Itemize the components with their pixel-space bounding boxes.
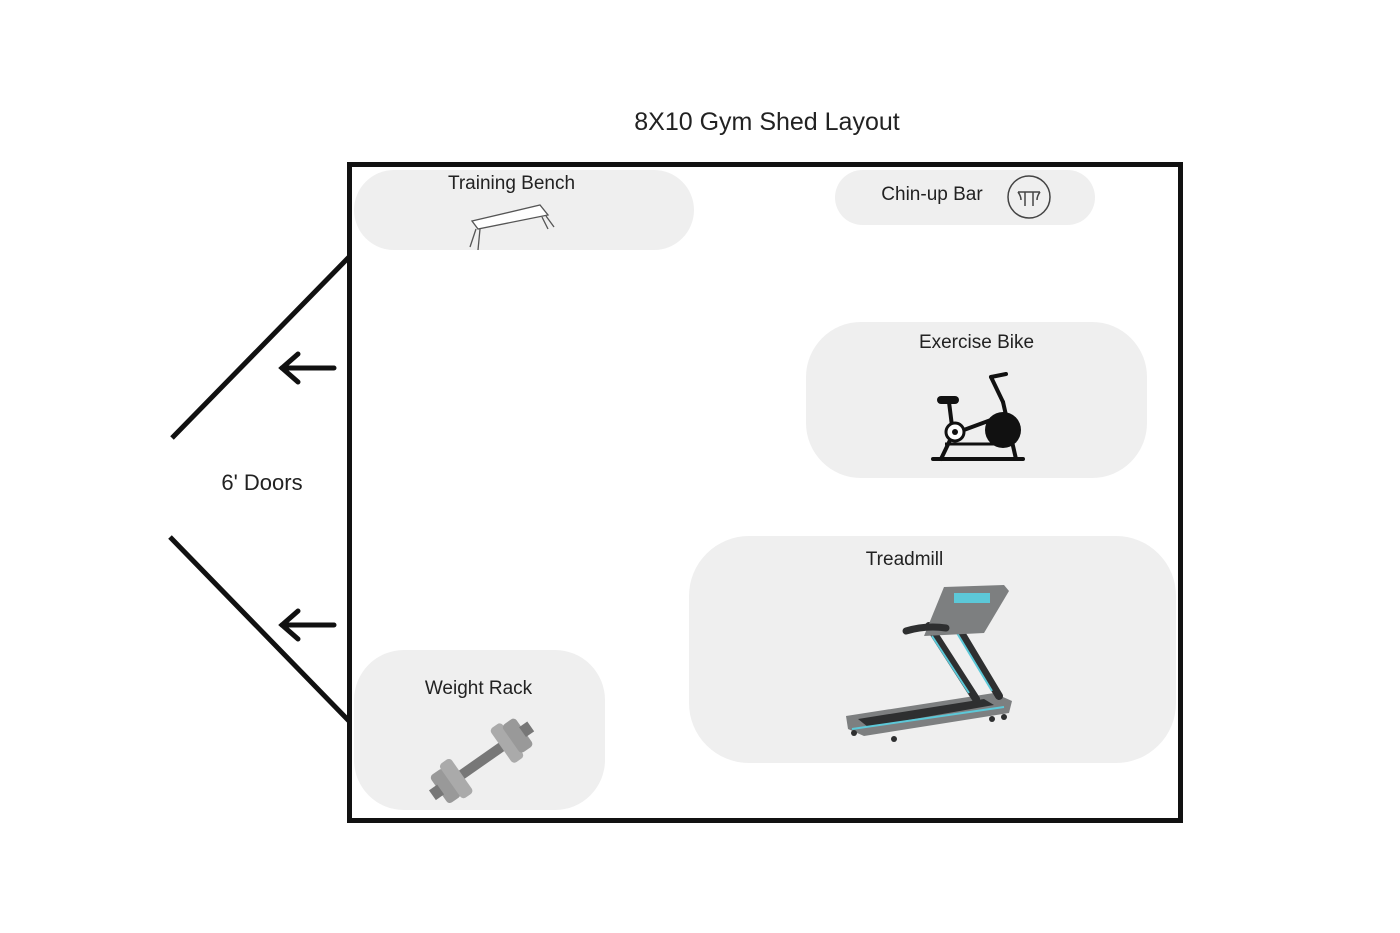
zone-label: Treadmill xyxy=(865,549,944,570)
exercise-bike-icon xyxy=(931,372,1025,461)
door-lower xyxy=(168,535,351,723)
diagram-title: 8X10 Gym Shed Layout xyxy=(634,108,900,136)
dumbbell-icon xyxy=(428,718,535,803)
zone-treadmill: Treadmill xyxy=(689,536,1176,763)
treadmill-icon xyxy=(846,585,1012,742)
zone-chin-up-bar: Chin-up Bar xyxy=(835,170,1095,225)
bench-icon xyxy=(469,204,555,251)
zone-label: Weight Rack xyxy=(424,678,533,699)
arrow-left-icon xyxy=(278,351,337,385)
shed-floor-plan xyxy=(347,162,1183,823)
zone-exercise-bike: Exercise Bike xyxy=(806,322,1147,478)
doors-label: 6' Doors xyxy=(221,470,303,495)
zone-label: Training Bench xyxy=(447,173,576,194)
arrow-left-icon xyxy=(278,608,337,642)
zone-label: Exercise Bike xyxy=(918,332,1035,353)
zone-training-bench: Training Bench xyxy=(354,170,694,251)
chin-up-bar-icon xyxy=(1007,175,1051,219)
door-upper xyxy=(170,255,351,440)
zone-label: Chin-up Bar xyxy=(881,184,983,205)
zone-weight-rack: Weight Rack xyxy=(354,650,605,810)
